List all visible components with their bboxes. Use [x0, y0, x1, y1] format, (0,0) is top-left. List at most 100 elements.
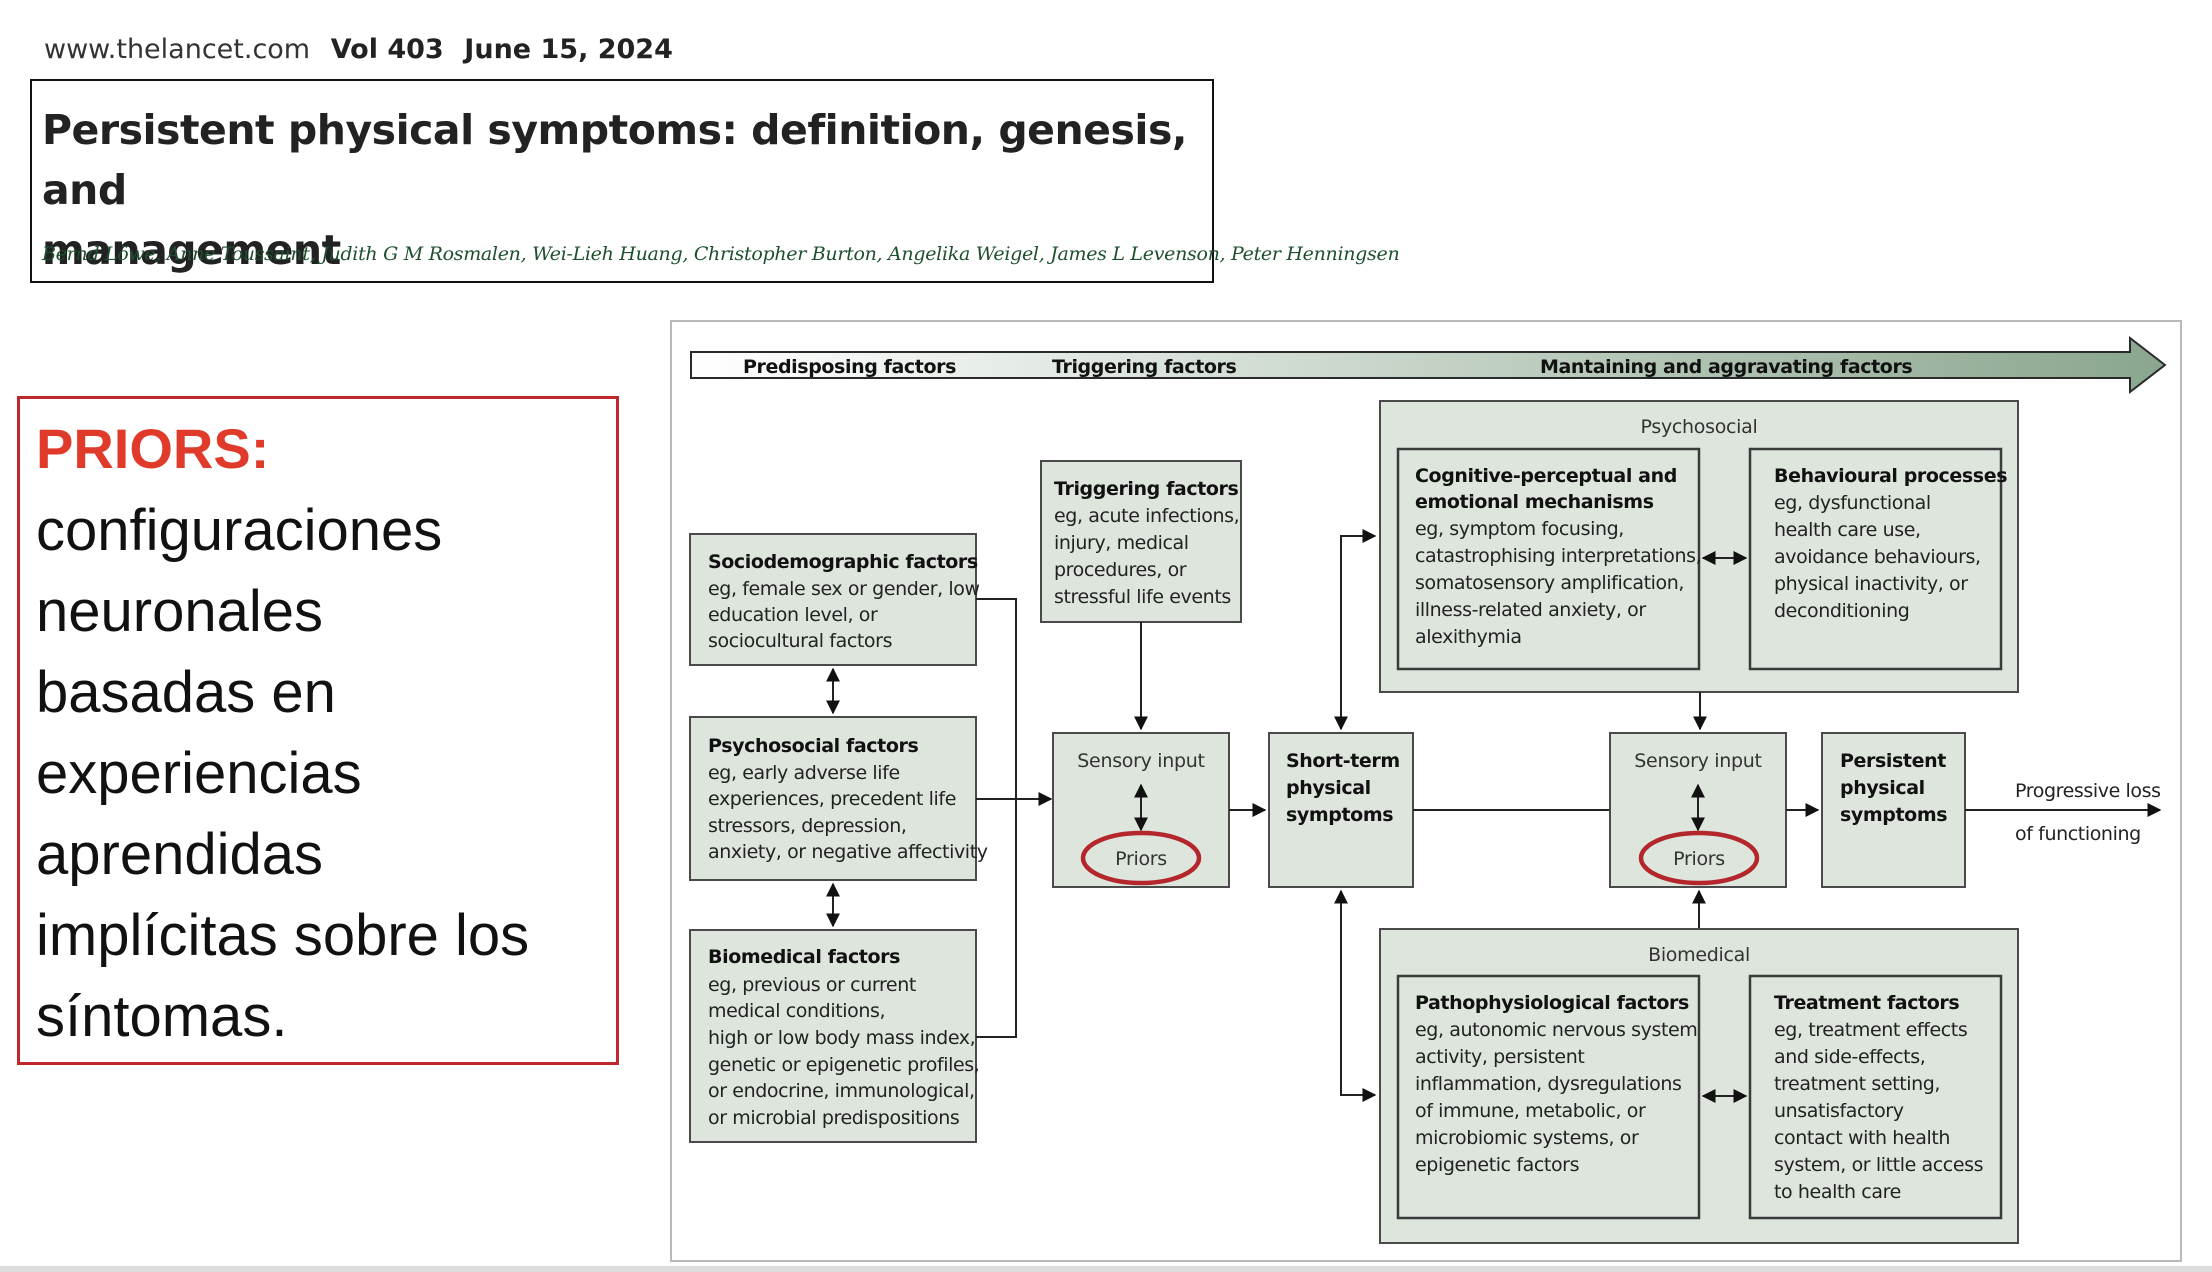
cognitive-line: alexithymia	[1415, 626, 1522, 648]
persistent-line: symptoms	[1840, 804, 1947, 826]
cognitive-line: somatosensory amplification,	[1415, 572, 1684, 594]
priors-desc-line: neuronales	[36, 579, 323, 644]
psychosocial-factors-line: experiences, precedent life	[708, 788, 956, 810]
priors-desc-line: síntomas.	[36, 984, 288, 1049]
priors-desc-line: configuraciones	[36, 498, 443, 563]
pathophysiological-title: Pathophysiological factors	[1415, 992, 1689, 1014]
priors-label-2: Priors	[1673, 848, 1725, 870]
sensory-input-label-1: Sensory input	[1077, 750, 1204, 772]
cognitive-line: eg, symptom focusing,	[1415, 518, 1624, 540]
treatment-line: system, or little access	[1774, 1154, 1983, 1176]
persistent-line: Persistent	[1840, 750, 1946, 772]
priors-description: configuraciones neuronales basadas en ex…	[36, 490, 616, 1057]
sociodemographic-box	[689, 533, 977, 666]
priors-label: PRIORS:	[36, 417, 270, 480]
treatment-title: Treatment factors	[1774, 992, 1959, 1014]
biomedical-factors-line: eg, previous or current	[708, 974, 916, 996]
short-term-line: Short-term	[1286, 750, 1400, 772]
arrow-shortterm-biomedical	[1334, 889, 1377, 1102]
pathophysiological-box	[1396, 974, 1701, 1220]
journal-volume: Vol 403	[330, 34, 444, 65]
timeline-maintaining: Mantaining and aggravating factors	[1540, 356, 1912, 378]
behavioural-title: Behavioural processes	[1774, 465, 2007, 487]
cognitive-title: emotional mechanisms	[1415, 491, 1654, 513]
priors-label-1: Priors	[1115, 848, 1167, 870]
timeline-arrow	[690, 335, 2167, 395]
biomedical-factors-line: or endocrine, immunological,	[708, 1080, 975, 1102]
biomedical-factors-line: genetic or epigenetic profiles,	[708, 1054, 979, 1076]
short-term-line: physical	[1286, 777, 1371, 799]
pathophysiological-line: eg, autonomic nervous system	[1415, 1019, 1697, 1041]
article-authors: Bernd Löwe, Anne Toussaint, Judith G M R…	[42, 243, 1400, 265]
pathophysiological-line: activity, persistent	[1415, 1046, 1584, 1068]
cognitive-box	[1396, 447, 1701, 671]
journal-url: www.thelancet.com	[44, 34, 311, 65]
treatment-line: and side-effects,	[1774, 1046, 1925, 1068]
arrow-shortterm-psychosocial	[1334, 529, 1377, 731]
treatment-box	[1748, 974, 2003, 1220]
behavioural-line: deconditioning	[1774, 600, 1909, 622]
priors-callout-box	[17, 396, 619, 1065]
priors-desc-line: experiencias	[36, 741, 362, 806]
treatment-line: treatment setting,	[1774, 1073, 1940, 1095]
priors-circle-2	[1638, 830, 1760, 886]
sensory-input-label-2: Sensory input	[1634, 750, 1761, 772]
timeline-predisposing: Predisposing factors	[743, 356, 956, 378]
cognitive-title: Cognitive-perceptual and	[1415, 465, 1677, 487]
timeline-triggering: Triggering factors	[1052, 356, 1237, 378]
psychosocial-factors-line: eg, early adverse life	[708, 762, 900, 784]
article-title-line-1: Persistent physical symptoms: definition…	[42, 106, 1187, 214]
psychosocial-factors-line: anxiety, or negative affectivity	[708, 841, 988, 863]
short-term-symptoms-box	[1268, 732, 1414, 888]
triggering-line: procedures, or	[1054, 559, 1187, 581]
journal-line: www.thelancet.com Vol 403 June 15, 2024	[44, 34, 673, 65]
treatment-line: contact with health	[1774, 1127, 1950, 1149]
cognitive-line: catastrophising interpretations,	[1415, 545, 1701, 567]
triggering-line: injury, medical	[1054, 532, 1189, 554]
behavioural-line: avoidance behaviours,	[1774, 546, 1981, 568]
article-title-line-2: management	[42, 226, 341, 274]
behavioural-box	[1748, 447, 2003, 671]
priors-desc-line: implícitas sobre los	[36, 903, 530, 968]
persistent-line: physical	[1840, 777, 1925, 799]
bottom-strip	[0, 1266, 2212, 1272]
treatment-line: to health care	[1774, 1181, 1901, 1203]
triggering-title: Triggering factors	[1054, 478, 1239, 500]
sociodemographic-line: education level, or	[708, 604, 878, 626]
cognitive-line: illness-related anxiety, or	[1415, 599, 1646, 621]
psychosocial-group-label: Psychosocial	[1641, 416, 1758, 438]
sociodemographic-title: Sociodemographic factors	[708, 551, 978, 573]
biomedical-group-label: Biomedical	[1648, 944, 1750, 966]
biomedical-factors-line: or microbial predispositions	[708, 1107, 959, 1129]
psychosocial-factors-title: Psychosocial factors	[708, 735, 918, 757]
biomedical-factors-line: high or low body mass index,	[708, 1027, 975, 1049]
treatment-line: unsatisfactory	[1774, 1100, 1904, 1122]
predisposing-bracket	[976, 598, 1017, 1038]
behavioural-line: physical inactivity, or	[1774, 573, 1968, 595]
outcome-line: Progressive loss	[2015, 780, 2161, 802]
priors-desc-line: basadas en	[36, 660, 336, 725]
treatment-line: eg, treatment effects	[1774, 1019, 1967, 1041]
sociodemographic-line: sociocultural factors	[708, 630, 892, 652]
biomedical-factors-box	[689, 929, 977, 1143]
psychosocial-factors-line: stressors, depression,	[708, 815, 907, 837]
priors-desc-line: aprendidas	[36, 822, 323, 887]
article-title: Persistent physical symptoms: definition…	[42, 100, 1192, 280]
priors-circle-1	[1080, 830, 1202, 886]
persistent-symptoms-box	[1821, 732, 1966, 888]
sociodemographic-line: eg, female sex or gender, low	[708, 578, 980, 600]
article-title-box	[30, 79, 1214, 283]
triggering-box	[1040, 460, 1242, 623]
pathophysiological-line: epigenetic factors	[1415, 1154, 1579, 1176]
pathophysiological-line: microbiomic systems, or	[1415, 1127, 1639, 1149]
pathophysiological-line: inflammation, dysregulations	[1415, 1073, 1681, 1095]
pathophysiological-line: of immune, metabolic, or	[1415, 1100, 1646, 1122]
journal-date: June 15, 2024	[464, 34, 673, 65]
triggering-line: eg, acute infections,	[1054, 505, 1239, 527]
biomedical-factors-line: medical conditions,	[708, 1000, 885, 1022]
behavioural-line: eg, dysfunctional	[1774, 492, 1931, 514]
biomedical-factors-title: Biomedical factors	[708, 946, 900, 968]
psychosocial-factors-box	[689, 716, 977, 881]
triggering-line: stressful life events	[1054, 586, 1231, 608]
